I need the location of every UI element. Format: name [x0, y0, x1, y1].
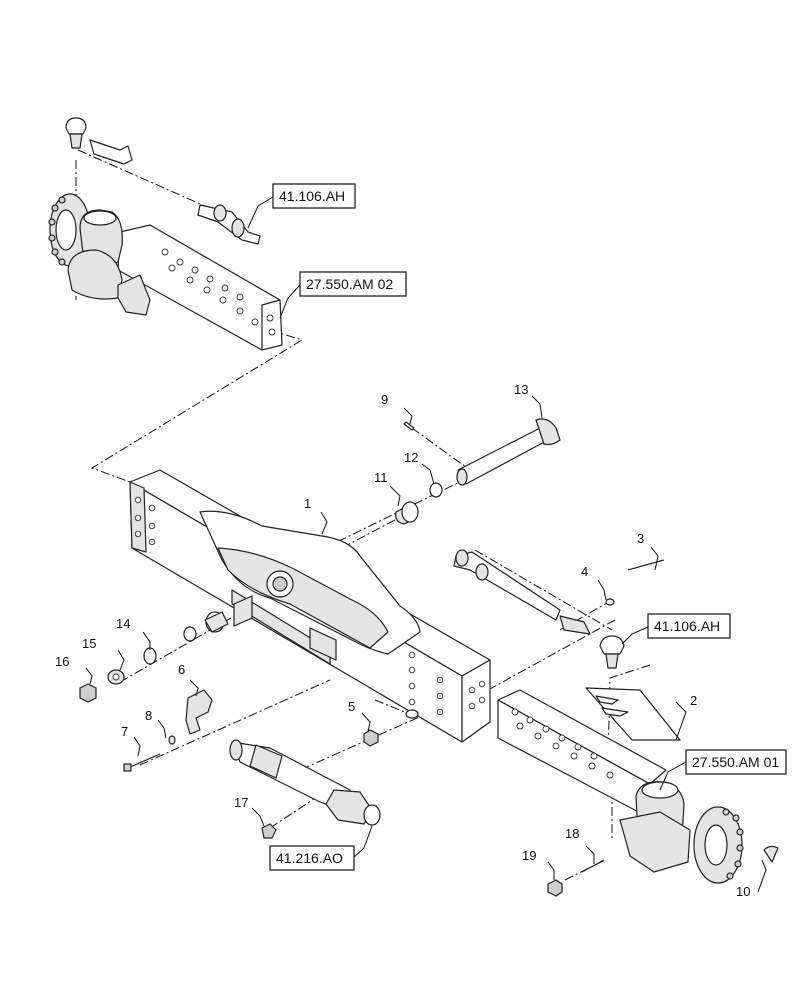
- shim-plate: [585, 687, 681, 741]
- callout-17: 17: [234, 795, 248, 810]
- right-tie-rod: [363, 549, 665, 747]
- callout-1: 1: [304, 496, 311, 511]
- svg-text:27.550.AM 02: 27.550.AM 02: [306, 276, 393, 292]
- callout-8: 8: [145, 708, 152, 723]
- ref-box-steering-right: 41.106.AH: [647, 613, 731, 639]
- beam-holes: [134, 496, 486, 716]
- callout-7: 7: [121, 724, 128, 739]
- extension-holes-right: [511, 708, 614, 779]
- callout-numbers: 1 2 3 4 5 6 7 8 9 10 11 12 13 14 15 16 1…: [55, 382, 750, 899]
- callout-14: 14: [116, 616, 130, 631]
- extension-holes-left: [161, 248, 276, 336]
- ref-box-knuckle-left: 27.550.AM 02: [299, 271, 407, 297]
- callout-3: 3: [637, 531, 644, 546]
- pivot-pin-parts: [395, 418, 561, 525]
- svg-text:27.550.AM 01: 27.550.AM 01: [692, 754, 779, 770]
- callout-5: 5: [348, 699, 355, 714]
- svg-text:41.216.AO: 41.216.AO: [276, 850, 343, 866]
- steering-cylinder: [229, 739, 381, 839]
- ref-box-cylinder: 41.216.AO: [269, 845, 355, 871]
- callout-6: 6: [178, 662, 185, 677]
- leader-lines: [85, 196, 767, 893]
- callout-4: 4: [581, 564, 588, 579]
- svg-text:41.106.AH: 41.106.AH: [654, 618, 720, 634]
- reference-boxes: 41.106.AH 27.550.AM 02 41.106.AH 27.550.…: [269, 183, 787, 871]
- callout-11: 11: [374, 470, 388, 485]
- ref-box-knuckle-right: 27.550.AM 01: [685, 749, 787, 775]
- callout-10: 10: [736, 884, 750, 899]
- callout-18: 18: [565, 826, 579, 841]
- callout-13: 13: [514, 382, 528, 397]
- ref-box-steering-top: 41.106.AH: [272, 183, 356, 209]
- left-small-parts: [79, 611, 229, 772]
- left-knuckle-assembly: [48, 117, 283, 351]
- callout-9: 9: [381, 392, 388, 407]
- callout-15: 15: [82, 636, 96, 651]
- callout-2: 2: [690, 693, 697, 708]
- callout-12: 12: [404, 450, 418, 465]
- right-knuckle-assembly: [497, 689, 779, 897]
- svg-text:41.106.AH: 41.106.AH: [279, 188, 345, 204]
- axle-beam-assembly: [129, 469, 491, 743]
- callout-16: 16: [55, 654, 69, 669]
- callout-19: 19: [522, 848, 536, 863]
